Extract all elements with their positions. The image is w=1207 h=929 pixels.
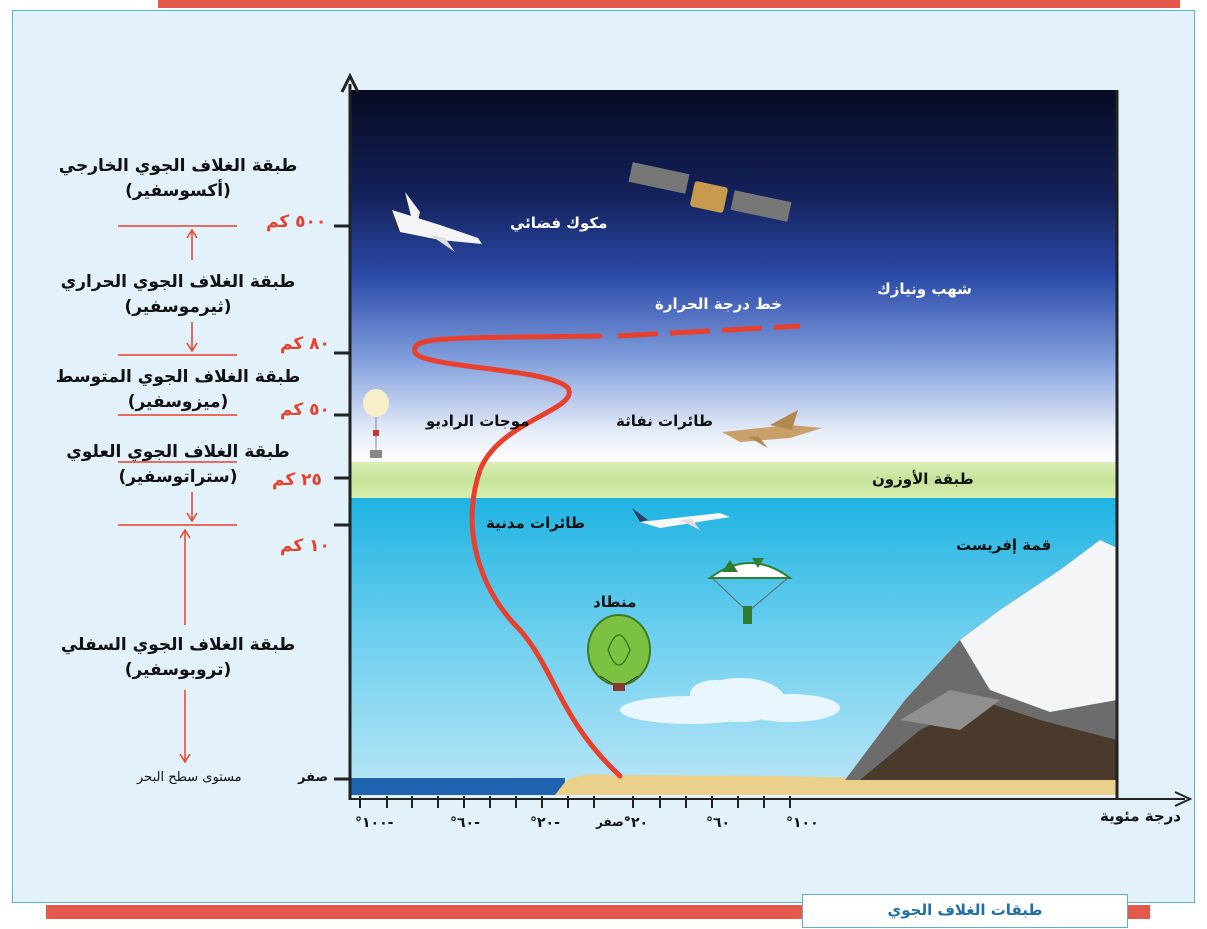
layer-name: طبقة الغلاف الجوي الخارجي xyxy=(58,156,298,176)
layer-label-mesosphere: طبقة الغلاف الجوي المتوسط (ميزوسفير) xyxy=(28,365,328,415)
upper-atmosphere xyxy=(350,90,1117,462)
layer-label-exosphere: طبقة الغلاف الجوي الخارجي (أكسوسفير) xyxy=(28,154,328,204)
radio-waves-label: موجات الراديو xyxy=(426,412,530,430)
satellite-icon xyxy=(628,162,792,222)
layer-name: طبقة الغلاف الجوي الحراري xyxy=(60,272,296,292)
civil-planes-label: طائرات مدنية xyxy=(486,514,585,532)
radio-balloon-icon xyxy=(363,389,389,458)
layer-sub: (تروبوسفير) xyxy=(124,660,232,680)
everest-mountain xyxy=(845,540,1117,780)
temperature-line xyxy=(412,333,623,779)
zero-altitude-label: صفر xyxy=(298,770,329,785)
balloon-label: منطاد xyxy=(593,593,637,611)
parachute-icon xyxy=(706,558,794,624)
temperature-axis-arrow xyxy=(1174,791,1193,807)
meteors-label: شهب ونيازك xyxy=(877,280,972,298)
layer-sub: (ميزوسفير) xyxy=(127,392,229,412)
temperature-tick: °٢٠- xyxy=(530,815,560,831)
temperature-axis-title: درجة مئوية xyxy=(1100,807,1182,825)
cloud xyxy=(620,678,840,724)
jets-label: طائرات نفاثة xyxy=(616,412,713,430)
everest-label: قمة إفريست xyxy=(956,536,1052,554)
temperature-tick: °١٠٠ xyxy=(786,815,819,831)
layer-sub: (ثيرموسفير) xyxy=(124,297,232,317)
temperature-tick: °٦٠- xyxy=(450,815,480,831)
temperature-tick: °١٠٠- xyxy=(355,815,394,831)
temperature-line-dashed xyxy=(617,323,801,339)
shuttle-icon xyxy=(392,192,482,252)
airliner-icon xyxy=(632,508,730,530)
diagram-caption: طبقات الغلاف الجوي xyxy=(802,894,1128,928)
layer-label-thermosphere: طبقة الغلاف الجوي الحراري (ثيرموسفير) xyxy=(28,270,328,320)
altitude-label-25: ٢٥ كم xyxy=(272,470,322,490)
layer-name: طبقة الغلاف الجوي العلوي xyxy=(66,442,290,462)
temperature-tick: °٦٠ xyxy=(706,815,731,831)
layer-sub: (أكسوسفير) xyxy=(125,181,231,201)
altitude-label-500: ٥٠٠ كم xyxy=(266,212,327,232)
shuttle-label: مكوك فضائي xyxy=(510,214,608,232)
altitude-label-50: ٥٠ كم xyxy=(280,400,330,420)
top-stripe xyxy=(158,0,1180,8)
sea xyxy=(350,778,565,795)
altitude-axis-arrow xyxy=(340,72,360,93)
layer-separators xyxy=(118,225,237,764)
temperature-tick: صفر° xyxy=(596,815,630,829)
altitude-label-10: ١٠ كم xyxy=(280,536,330,556)
ozone-band xyxy=(350,462,1117,498)
layer-sub: (ستراتوسفير) xyxy=(118,467,238,487)
layer-name: طبقة الغلاف الجوي السفلي xyxy=(60,635,296,655)
temperature-axis-ticks xyxy=(359,796,791,808)
layer-label-troposphere: طبقة الغلاف الجوي السفلي (تروبوسفير) xyxy=(28,633,328,683)
ozone-label: طبقة الأوزون xyxy=(872,470,974,488)
hot-air-balloon-icon xyxy=(587,614,651,691)
jet-icon xyxy=(722,410,822,448)
temperature-line-label: خط درجة الحرارة xyxy=(655,295,783,313)
layer-name: طبقة الغلاف الجوي المتوسط xyxy=(55,367,301,387)
sea-level-label: مستوى سطح البحر xyxy=(137,770,242,785)
temperature-tick: °٢٠ xyxy=(624,815,649,831)
altitude-label-80: ٨٠ كم xyxy=(280,334,330,354)
layer-label-stratosphere: طبقة الغلاف الجوي العلوي (ستراتوسفير) xyxy=(28,440,328,490)
